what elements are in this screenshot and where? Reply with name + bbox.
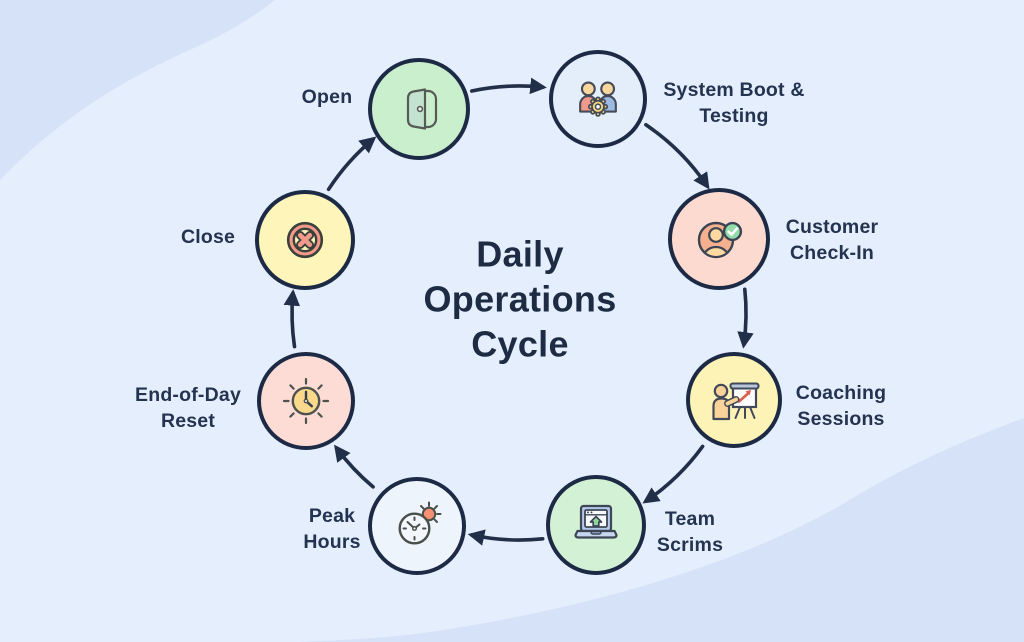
node-customer-check-in-label: Customer Check-In bbox=[785, 216, 879, 264]
node-coaching-sessions-label: Coaching Sessions bbox=[795, 382, 887, 430]
node-system-boot-testing-label: System Boot & Testing bbox=[663, 79, 805, 127]
team-gear-icon bbox=[579, 81, 617, 117]
title-line: Cycle bbox=[471, 323, 569, 365]
clock-sun-icon bbox=[398, 501, 442, 545]
arrow-team-to-peak bbox=[467, 529, 545, 546]
arrow-peak-to-eod bbox=[334, 444, 375, 489]
arrow-close-to-open bbox=[326, 136, 377, 192]
node-customer-check-in bbox=[668, 188, 770, 290]
title-line: Operations bbox=[423, 278, 617, 320]
title-line: Daily bbox=[476, 233, 564, 275]
node-team-scrims-label: Team Scrims bbox=[656, 508, 724, 556]
node-open bbox=[368, 58, 470, 160]
arrow-open-to-system-boot bbox=[470, 77, 547, 95]
node-open-label: Open bbox=[301, 86, 353, 108]
customer-check-icon bbox=[697, 221, 743, 259]
node-end-of-day-reset bbox=[257, 352, 355, 450]
node-peak-hours-label: Peak Hours bbox=[303, 505, 361, 553]
background-wave-top-left bbox=[0, 0, 275, 180]
arrow-coaching-to-team bbox=[642, 444, 705, 504]
cancel-circle-icon bbox=[286, 221, 324, 259]
arrow-customer-to-coaching bbox=[737, 287, 754, 349]
diagram-title: Daily Operations Cycle bbox=[423, 232, 616, 367]
node-system-boot-testing bbox=[549, 50, 647, 148]
presentation-icon bbox=[712, 382, 760, 421]
node-coaching-sessions bbox=[686, 352, 782, 448]
sunset-clock-icon bbox=[282, 377, 330, 425]
node-team-scrims bbox=[546, 475, 646, 575]
arrow-system-boot-to-customer bbox=[644, 123, 710, 190]
node-peak-hours bbox=[368, 477, 466, 575]
node-end-of-day-reset-label: End-of-Day Reset bbox=[135, 384, 241, 432]
door-icon bbox=[406, 88, 438, 130]
arrow-eod-to-close bbox=[283, 289, 301, 349]
background-wave-bottom-right bbox=[300, 418, 1024, 642]
laptop-upload-icon bbox=[574, 504, 618, 539]
node-close-label: Close bbox=[180, 226, 236, 248]
node-close bbox=[255, 190, 355, 290]
